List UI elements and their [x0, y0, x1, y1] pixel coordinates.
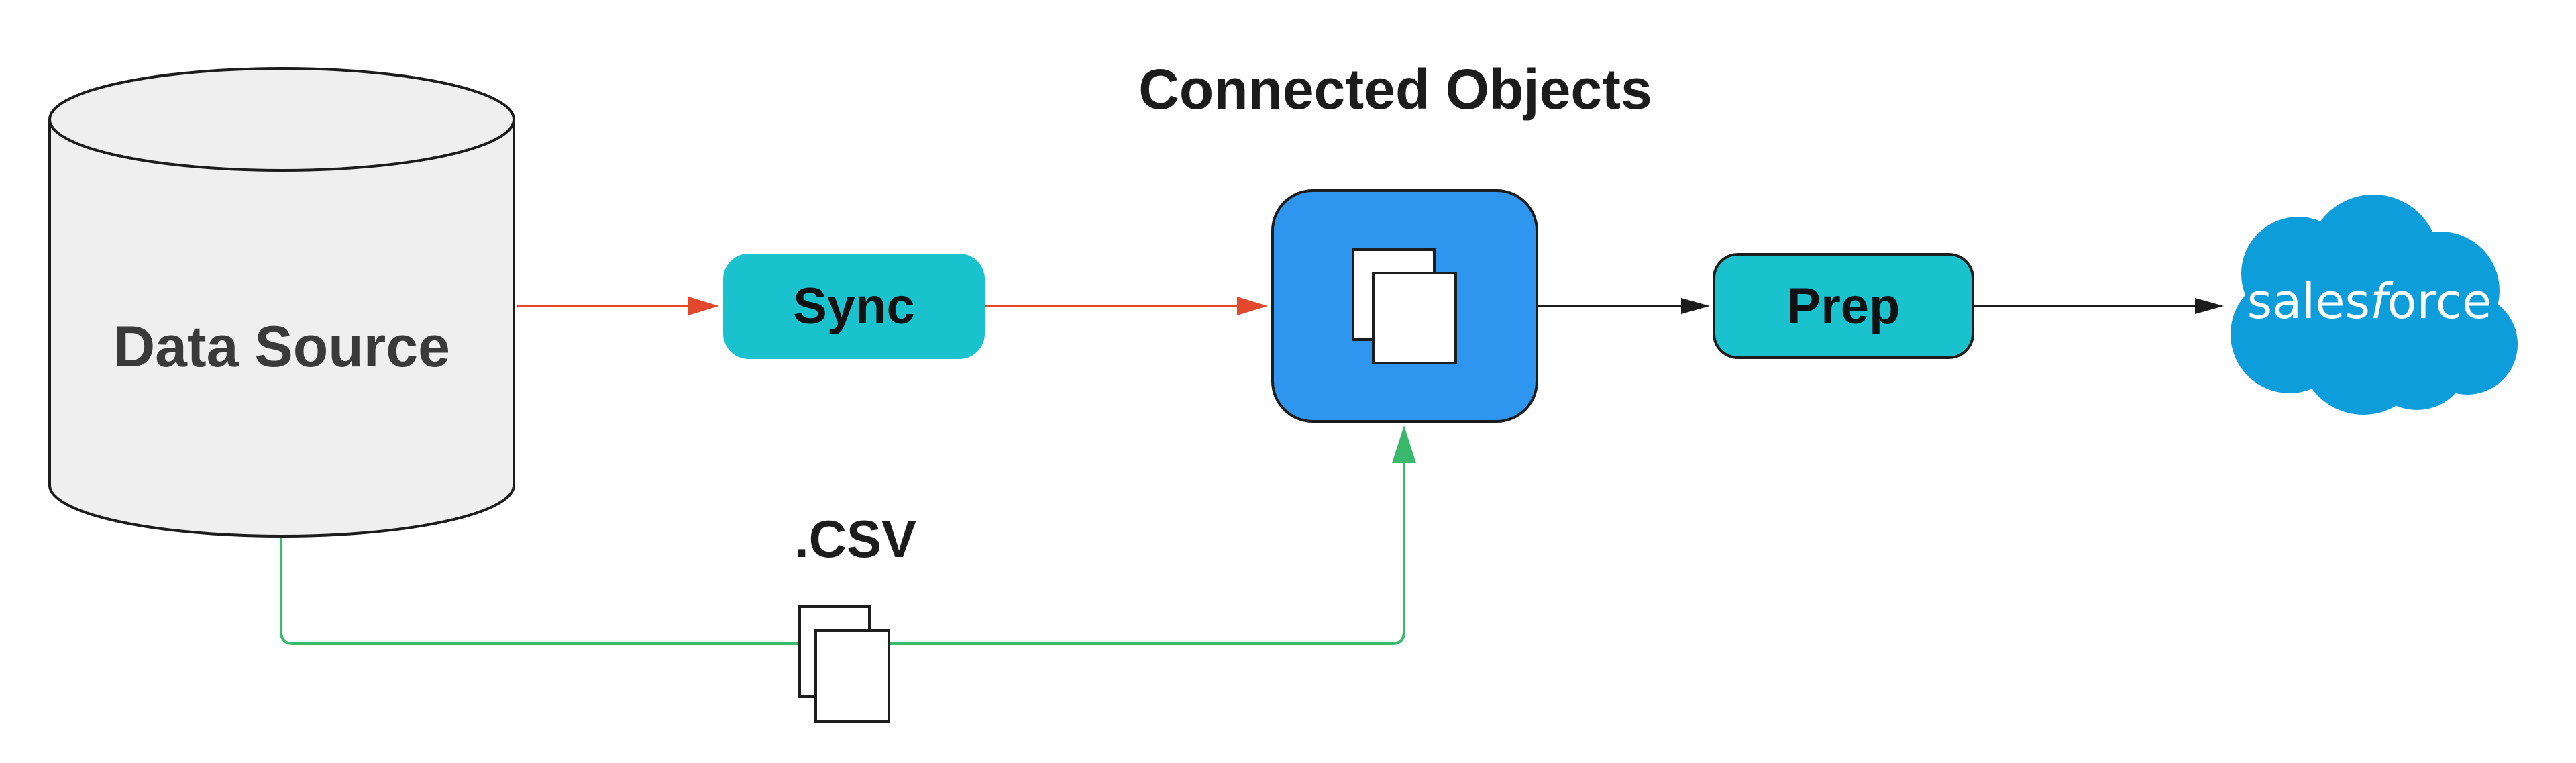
arrowhead-sync-to-connected	[1237, 297, 1268, 315]
arrowhead-connected-to-prep	[1681, 298, 1710, 314]
sync-label: Sync	[793, 278, 915, 335]
cylinder-body	[48, 119, 515, 538]
connected-objects-node	[1271, 189, 1538, 423]
prep-label: Prep	[1786, 277, 1900, 335]
arrowhead-datasource-to-sync	[688, 297, 719, 315]
sync-node: Sync	[723, 254, 985, 359]
salesforce-wordmark: salesforce	[2247, 273, 2492, 329]
copy-documents-icon-front	[1372, 272, 1457, 364]
cylinder-top	[48, 67, 515, 172]
diagram-title: Connected Objects	[1138, 58, 1652, 121]
data-source-label: Data Source	[113, 315, 450, 379]
data-source-cylinder	[48, 67, 515, 538]
salesforce-logo: salesforce	[2231, 195, 2518, 415]
arrowhead-prep-to-salesforce	[2195, 298, 2224, 314]
csv-label: .CSV	[794, 509, 917, 568]
arrowhead-csv-to-connected	[1392, 425, 1416, 463]
csv-documents-icon-front	[814, 629, 890, 723]
salesforce-cloud-icon	[2231, 195, 2518, 415]
prep-node: Prep	[1713, 253, 1974, 359]
